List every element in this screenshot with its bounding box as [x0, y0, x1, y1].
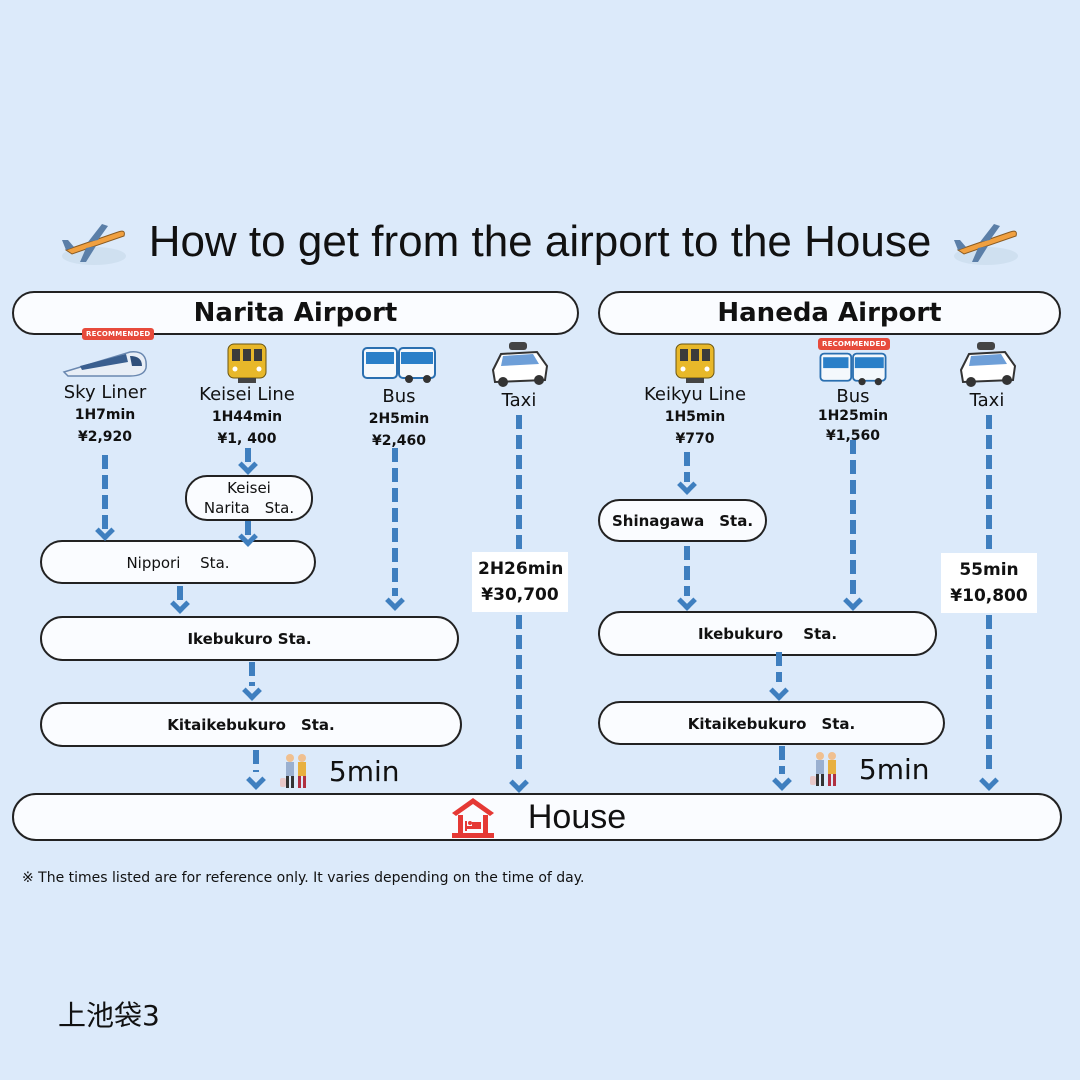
disclaimer-note: ※ The times listed are for reference onl…	[22, 870, 585, 886]
narita-airport-header: Narita Airport	[12, 291, 579, 335]
station-ikebukuro-haneda: Ikebukuro Sta.	[598, 611, 937, 656]
narita-mode-bus: Bus 2H5min ¥2,460	[334, 320, 464, 452]
station-keisei-narita: Keisei Narita Sta.	[185, 475, 313, 521]
narita-mode-skyliner: RECOMMENDED Sky Liner 1H7min ¥2,920	[40, 320, 170, 448]
bus-icon	[819, 352, 887, 386]
narita-walk-time: 5min	[278, 752, 400, 790]
route-arrow	[684, 546, 690, 596]
station-kitaikebukuro-haneda: Kitaikebukuro Sta.	[598, 701, 945, 745]
station-shinagawa: Shinagawa Sta.	[598, 499, 767, 542]
arrow-head	[246, 770, 266, 790]
arrow-head	[769, 681, 789, 701]
taxi-icon	[959, 342, 1017, 387]
haneda-taxi-fare: 55min ¥10,800	[941, 553, 1037, 613]
house-bed-icon	[451, 798, 494, 838]
narita-taxi-fare: 2H26min ¥30,700	[472, 552, 568, 612]
haneda-mode-taxi: Taxi	[922, 320, 1052, 412]
route-arrow	[779, 746, 785, 774]
route-arrow	[245, 521, 251, 535]
route-arrow	[249, 662, 255, 686]
arrow-head	[677, 475, 697, 495]
airplane-icon	[953, 224, 1018, 266]
station-ikebukuro-narita: Ikebukuro Sta.	[40, 616, 459, 661]
haneda-airport-header: Haneda Airport	[598, 291, 1061, 335]
narita-mode-taxi: Taxi	[454, 320, 584, 412]
route-arrow	[776, 652, 782, 682]
recommended-badge: RECOMMENDED	[82, 328, 155, 340]
arrow-head	[677, 591, 697, 611]
arrow-head	[509, 773, 529, 793]
taxi-icon	[491, 342, 549, 387]
bus-icon	[362, 347, 436, 383]
route-arrow	[850, 440, 856, 595]
recommended-badge: RECOMMENDED	[818, 338, 891, 350]
haneda-mode-bus: RECOMMENDED Bus 1H25min ¥1,560	[788, 320, 918, 446]
page-title: How to get from the airport to the House	[0, 210, 1080, 272]
route-arrow	[245, 448, 251, 464]
route-arrow	[253, 750, 259, 772]
arrow-head	[242, 681, 262, 701]
arrow-head	[238, 455, 258, 475]
route-arrow	[177, 586, 183, 600]
yellow-train-icon	[227, 343, 267, 383]
airplane-icon	[62, 224, 127, 266]
walking-people-icon	[280, 754, 306, 788]
station-nippori: Nippori Sta.	[40, 540, 316, 584]
arrow-head	[843, 591, 863, 611]
route-arrow	[684, 452, 690, 482]
arrow-head	[95, 521, 115, 541]
haneda-mode-keikyu: Keikyu Line 1H5min ¥770	[630, 320, 760, 450]
route-arrow	[102, 455, 108, 530]
arrow-head	[772, 771, 792, 791]
destination-house: House	[12, 793, 1062, 841]
haneda-walk-time: 5min	[808, 750, 930, 788]
arrow-head	[170, 594, 190, 614]
narita-mode-keisei: Keisei Line 1H44min ¥1, 400	[182, 320, 312, 450]
arrow-head	[385, 591, 405, 611]
yellow-train-icon	[675, 343, 715, 383]
route-arrow	[392, 448, 398, 596]
walking-people-icon	[810, 752, 836, 786]
station-kitaikebukuro-narita: Kitaikebukuro Sta.	[40, 702, 462, 747]
arrow-head	[979, 771, 999, 791]
location-label: 上池袋3	[58, 999, 160, 1032]
express-train-icon	[62, 351, 147, 377]
